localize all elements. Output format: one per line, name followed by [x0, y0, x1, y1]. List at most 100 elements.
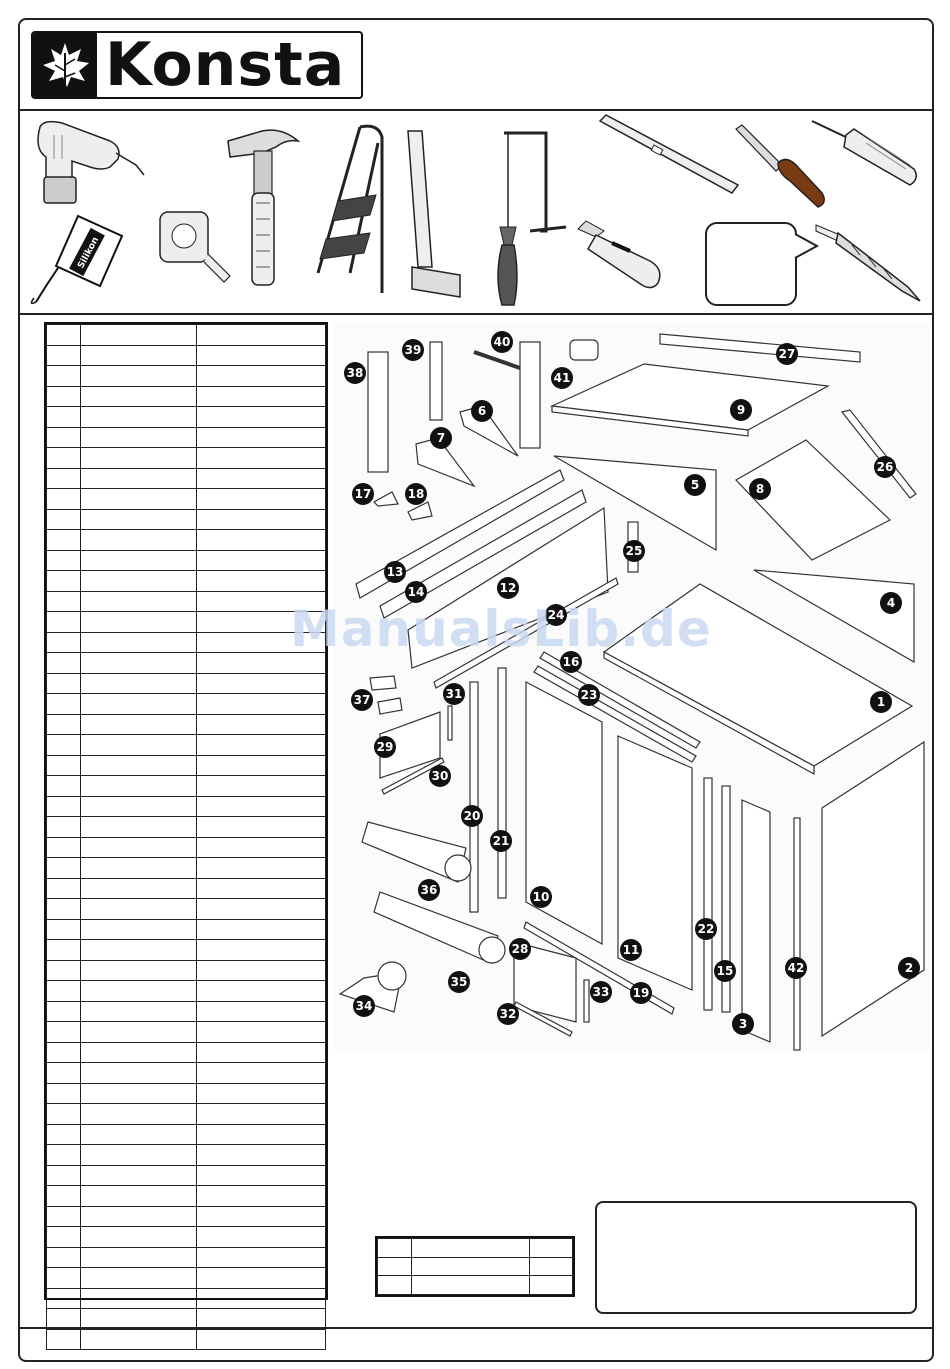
silicone-tube-icon: Silikon	[30, 214, 124, 305]
parts-table-cell	[46, 529, 81, 551]
callout-label: 42	[788, 961, 805, 975]
callout-33: 33	[590, 981, 612, 1003]
parts-table-row	[46, 1226, 326, 1248]
parts-table-cell	[196, 775, 326, 797]
callout-label: 15	[717, 964, 734, 978]
callout-label: 17	[355, 487, 372, 501]
callout-41: 41	[551, 367, 573, 389]
parts-table-cell	[46, 693, 81, 715]
callout-22: 22	[695, 918, 717, 940]
parts-table-cell	[196, 1082, 326, 1104]
parts-table-cell	[196, 795, 326, 817]
parts-table-cell	[80, 652, 197, 674]
parts-table-cell	[196, 1041, 326, 1063]
parts-table-cell	[46, 549, 81, 571]
brand-logo: Konsta	[31, 31, 363, 99]
parts-table-cell	[80, 877, 197, 899]
parts-table-row	[46, 959, 326, 981]
parts-table-cell	[80, 1246, 197, 1268]
parts-table-row	[46, 877, 326, 899]
summary-table-cell	[529, 1275, 573, 1295]
parts-table-cell	[80, 1185, 197, 1207]
part-42-post	[793, 817, 801, 1051]
parts-table-row	[46, 1103, 326, 1125]
parts-table-cell	[46, 1082, 81, 1104]
callout-label: 31	[446, 687, 463, 701]
part-5-gable	[553, 455, 717, 552]
part-13-board	[355, 469, 565, 599]
summary-table-cell	[529, 1256, 573, 1277]
parts-table-cell	[196, 734, 326, 756]
parts-table-cell	[196, 570, 326, 592]
parts-table-cell	[80, 1062, 197, 1084]
parts-table-row	[46, 1144, 326, 1166]
parts-table-cell	[80, 1287, 197, 1309]
callout-15: 15	[714, 960, 736, 982]
callout-label: 11	[623, 943, 640, 957]
parts-table-cell	[80, 631, 197, 653]
parts-table-row	[46, 754, 326, 776]
parts-table-cell	[80, 816, 197, 838]
parts-table-cell	[196, 1123, 326, 1145]
spirit-level-icon	[598, 114, 740, 194]
parts-table-cell	[196, 1062, 326, 1084]
parts-table-row	[46, 365, 326, 387]
callout-label: 12	[500, 581, 517, 595]
parts-table-cell	[196, 857, 326, 879]
parts-table-cell	[196, 488, 326, 510]
parts-table-cell	[46, 385, 81, 407]
part-40-handle-plate	[519, 341, 541, 449]
parts-table-cell	[80, 734, 197, 756]
parts-table-cell	[80, 344, 197, 366]
part-38-lock-body	[367, 351, 389, 473]
parts-table-row	[46, 344, 326, 366]
summary-table-cell	[529, 1238, 573, 1258]
parts-table-cell	[80, 1226, 197, 1248]
footer-divider	[18, 1327, 934, 1329]
parts-table-cell	[196, 385, 326, 407]
part-10-door-left	[525, 681, 603, 946]
parts-table-row	[46, 611, 326, 633]
parts-table-cell	[80, 549, 197, 571]
callout-label: 35	[451, 975, 468, 989]
parts-table-cell	[80, 529, 197, 551]
part-22-post	[703, 777, 713, 1011]
parts-table-cell	[46, 488, 81, 510]
summary-table-cell	[411, 1238, 530, 1258]
callout-label: 40	[494, 335, 511, 349]
callout-label: 3	[739, 1017, 747, 1031]
parts-table-cell	[80, 1205, 197, 1227]
parts-table-cell	[80, 1123, 197, 1145]
parts-table-cell	[46, 980, 81, 1002]
parts-table-cell	[196, 365, 326, 387]
parts-table-cell	[46, 1246, 81, 1268]
parts-table-cell	[196, 1144, 326, 1166]
callout-label: 30	[432, 769, 449, 783]
brand-name: Konsta	[105, 31, 346, 99]
part-37-hinge	[369, 675, 397, 691]
callout-label: 1	[877, 695, 885, 709]
callout-label: 36	[421, 883, 438, 897]
step-ladder-icon	[316, 124, 384, 293]
parts-table-row	[46, 631, 326, 653]
callout-16: 16	[560, 651, 582, 673]
part-8-roof-panel	[735, 439, 892, 561]
summary-table-row	[377, 1256, 573, 1277]
parts-table-cell	[80, 1328, 197, 1350]
square-ruler-icon	[407, 130, 461, 298]
parts-table-row	[46, 857, 326, 879]
part-2-wall	[821, 740, 925, 1038]
parts-table-cell	[46, 775, 81, 797]
callout-11: 11	[620, 939, 642, 961]
parts-table-cell	[80, 918, 197, 940]
callout-label: 7	[437, 431, 445, 445]
part-16-strip	[539, 651, 701, 749]
parts-table-cell	[46, 406, 81, 428]
hammer-icon	[227, 129, 301, 286]
callout-label: 20	[464, 809, 481, 823]
parts-table-cell	[196, 693, 326, 715]
parts-table-cell	[80, 939, 197, 961]
parts-table-row	[46, 1267, 326, 1289]
leaf-logo-icon	[33, 33, 97, 97]
